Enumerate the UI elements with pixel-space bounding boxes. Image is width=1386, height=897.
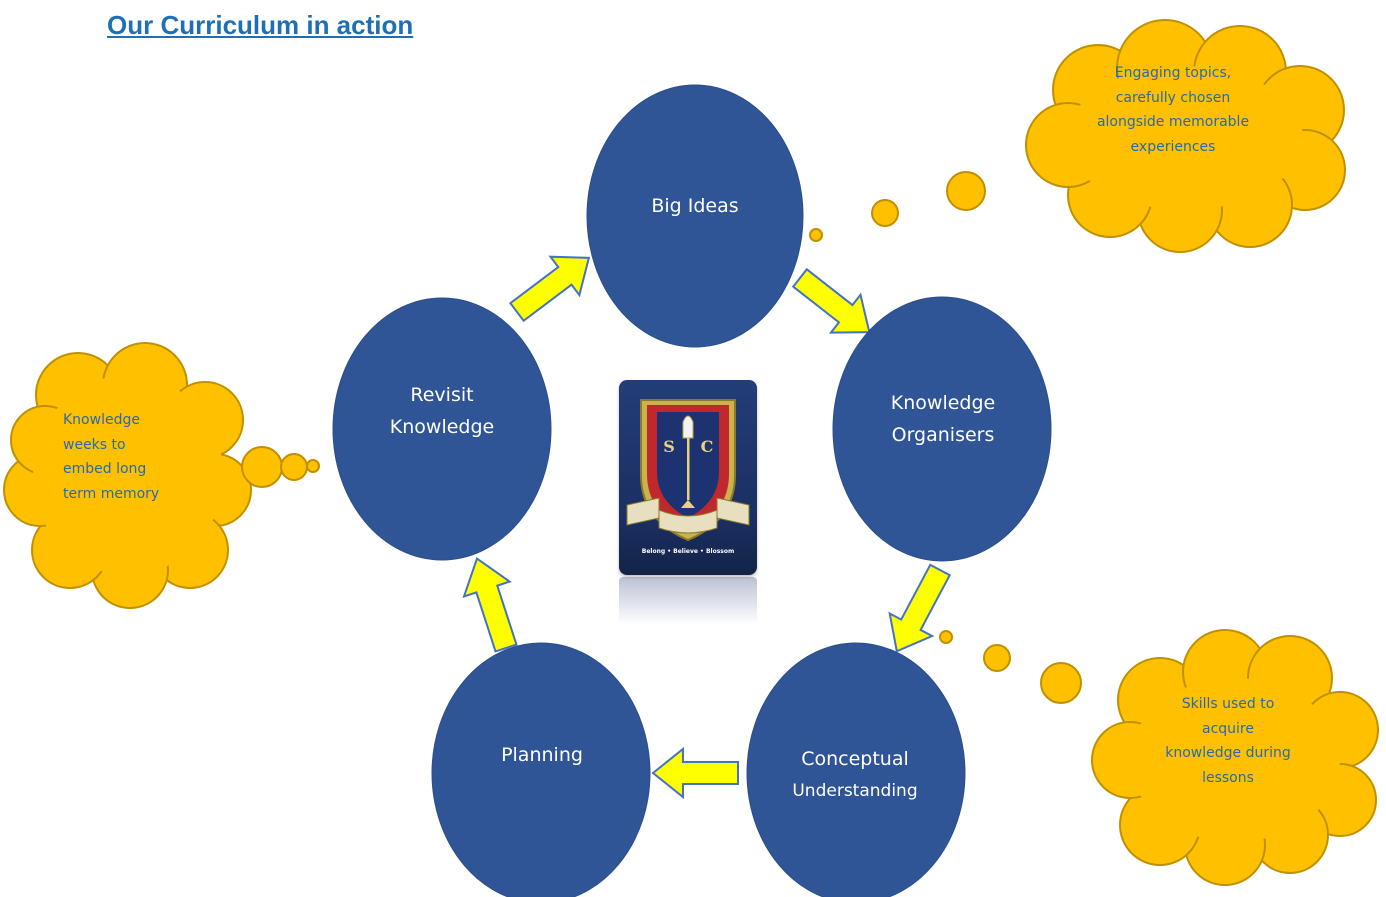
arrow-bigideas-to-organisers (791, 267, 871, 334)
node-text: Revisit (410, 384, 474, 406)
cloud-line: term memory (63, 485, 160, 502)
node-label-conceptual-understanding: Conceptual Understanding (792, 743, 917, 807)
node-label-big-ideas: Big Ideas (651, 190, 738, 222)
cloud-text-knowledge-weeks: Knowledge weeks to embed long term memor… (63, 408, 159, 506)
cloud-text-skills: Skills used to acquire knowledge during … (1165, 692, 1291, 790)
node-label-planning: Planning (501, 739, 583, 771)
node-text: Big Ideas (651, 195, 739, 217)
cloud-line: alongside memorable (1096, 114, 1250, 130)
node-text: Understanding (792, 781, 918, 801)
cloud-line: weeks to (63, 436, 126, 453)
cloud-line: experiences (1130, 138, 1216, 155)
cloud-line: Knowledge (63, 412, 140, 428)
page-title: Our Curriculum in action (107, 10, 414, 40)
cloud-line: embed long (63, 461, 147, 477)
cloud-line: Engaging topics, (1114, 65, 1232, 81)
svg-text:S: S (663, 437, 675, 456)
cloud-line: acquire (1201, 720, 1254, 737)
node-planning (431, 642, 651, 897)
crest-icon: S C (626, 399, 750, 542)
cloud-line: carefully chosen (1115, 89, 1231, 106)
node-text: Knowledge (890, 392, 996, 414)
node-label-knowledge-organisers: Knowledge Organisers (891, 387, 995, 451)
node-knowledge-organisers (832, 296, 1052, 562)
node-conceptual-understanding (746, 642, 966, 897)
node-text: Conceptual (801, 748, 909, 770)
cloud-text-engaging: Engaging topics, carefully chosen alongs… (1097, 61, 1249, 159)
thought-bubbles-top (809, 171, 986, 242)
cloud-engaging (1025, 19, 1346, 253)
node-revisit-knowledge (332, 297, 552, 561)
cloud-line: Skills used to (1181, 696, 1275, 712)
arrow-conceptual-to-planning (651, 746, 739, 800)
crest-motto: Belong • Believe • Blossom (641, 548, 735, 555)
cloud-knowledge-weeks (3, 342, 252, 609)
node-text: Knowledge (389, 416, 495, 438)
arrow-organisers-to-conceptual (888, 563, 952, 653)
arrow-planning-to-revisit (462, 557, 518, 653)
arrow-revisit-to-bigideas (508, 255, 591, 323)
thought-bubbles-bottom (939, 630, 1082, 704)
cloud-skills (1091, 629, 1379, 886)
node-label-revisit-knowledge: Revisit Knowledge (390, 379, 494, 443)
cloud-line: lessons (1202, 769, 1254, 786)
thought-bubbles-left (241, 446, 320, 488)
svg-text:C: C (701, 437, 714, 456)
node-text: Planning (501, 744, 583, 766)
node-big-ideas (586, 84, 804, 348)
crest-reflection (619, 577, 757, 625)
cloud-line: knowledge during (1165, 745, 1291, 761)
school-crest-logo: S C Belong • Believe • Blossom (619, 380, 757, 575)
node-text: Organisers (891, 424, 995, 446)
